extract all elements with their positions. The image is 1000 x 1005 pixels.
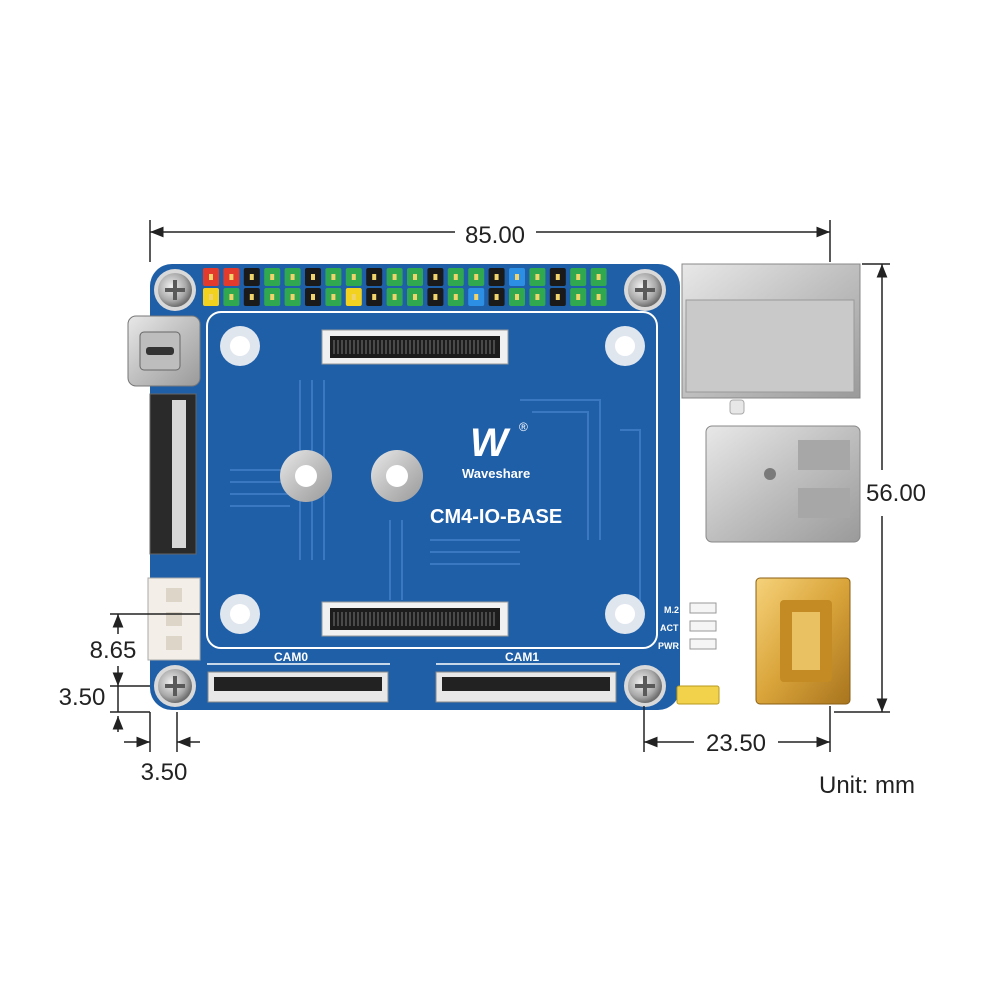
header-pin-contact [270,294,275,300]
header-pin-contact [453,274,458,280]
usb-label: USB 1/2 [766,413,812,427]
header-pin-contact [576,274,581,280]
brand-name: Waveshare [462,466,530,481]
header-pin-contact [270,274,275,280]
hdmi-offset-dimension: 23.50 [706,730,766,757]
pwr-label: PWR [658,641,679,651]
usb-a-port [705,425,861,543]
hdmi-port [755,577,851,705]
fpc-connector-left [149,393,197,555]
header-pin-contact [515,274,519,280]
cm4-hole-bottom-left [220,594,260,634]
header-pin-contact [515,294,519,300]
screw-bottom-right [624,665,666,707]
cam0-connector [207,671,389,703]
header-pin-contact [249,274,254,280]
fan-height-dimension: 8.65 [90,637,137,664]
header-pin-contact [351,294,356,300]
cm4-hole-bottom-right [605,594,645,634]
header-pin-contact [331,294,336,300]
header-pin-contact [249,294,254,300]
header-pin-contact [311,274,315,280]
status-leds [689,602,717,650]
cam1-label: CAM1 [505,650,539,664]
boot-label: BOOT [683,674,710,684]
header-pin-contact [372,274,377,280]
header-pin-contact [453,294,458,300]
header-pin-contact [372,294,377,300]
header-pin-contact [596,274,601,280]
header-pin-contact [555,274,560,280]
board-title: CM4-IO-BASE [430,506,562,528]
usb-c-connector [127,315,201,387]
header-pin-contact [494,294,499,300]
header-pin-contact [596,294,601,300]
header-pin-contact [209,294,213,300]
logo-letters: W [470,421,511,465]
dimension-lines [110,220,890,752]
header-pin-contact [209,274,213,280]
screw-top-right [624,269,666,311]
header-pin-contact [290,274,295,280]
ethernet-port [681,263,861,415]
header-pin-contact [331,274,336,280]
cm4-hole-top-right [605,326,645,366]
header-pin-contact [311,294,315,300]
mounting-holes [154,269,666,707]
header-pin-contact [290,294,295,300]
standoff-left [280,450,332,502]
header-pin-contact [555,294,560,300]
header-pin-contact [494,274,499,280]
hole-offset-y-dimension: 3.50 [59,684,106,711]
screw-bottom-left [154,665,196,707]
header-pin-contact [433,294,438,300]
header-pin-contact [229,294,234,300]
unit-label: Unit: mm [819,772,915,799]
header-pin-contact [535,274,540,280]
cam1-connector [435,671,617,703]
header-pin-contact [576,294,581,300]
cm4-outline [206,311,658,649]
standoff-right [371,450,423,502]
header-pin-contact [535,294,540,300]
header-pin-contact [392,294,397,300]
height-dimension: 56.00 [866,480,926,507]
header-pin-contact [413,294,417,300]
screw-top-left [154,269,196,311]
header-pin-contact [433,274,438,280]
fan-connector [147,577,201,661]
hdmi-label: HDMI0 [766,557,806,572]
m2-label: M.2 [664,605,679,615]
act-label: ACT [660,623,679,633]
header-pin-contact [413,274,417,280]
header-pin-contact [474,294,479,300]
boot-button [676,685,720,705]
usb34-label: USB 3/4 [770,398,812,410]
gpio-header [203,268,607,306]
header-pin-contact [229,274,234,280]
registered-mark: ® [519,420,528,434]
header-pin-contact [474,274,479,280]
hdmi-outline [737,573,855,709]
width-dimension: 85.00 [465,222,525,249]
cam0-label: CAM0 [274,650,308,664]
waveshare-logo: W ® Waveshare [462,420,530,481]
hole-offset-x-dimension: 3.50 [141,759,188,786]
header-pin-contact [392,274,397,280]
header-pin-contact [351,274,356,280]
cm4-hole-top-left [220,326,260,366]
